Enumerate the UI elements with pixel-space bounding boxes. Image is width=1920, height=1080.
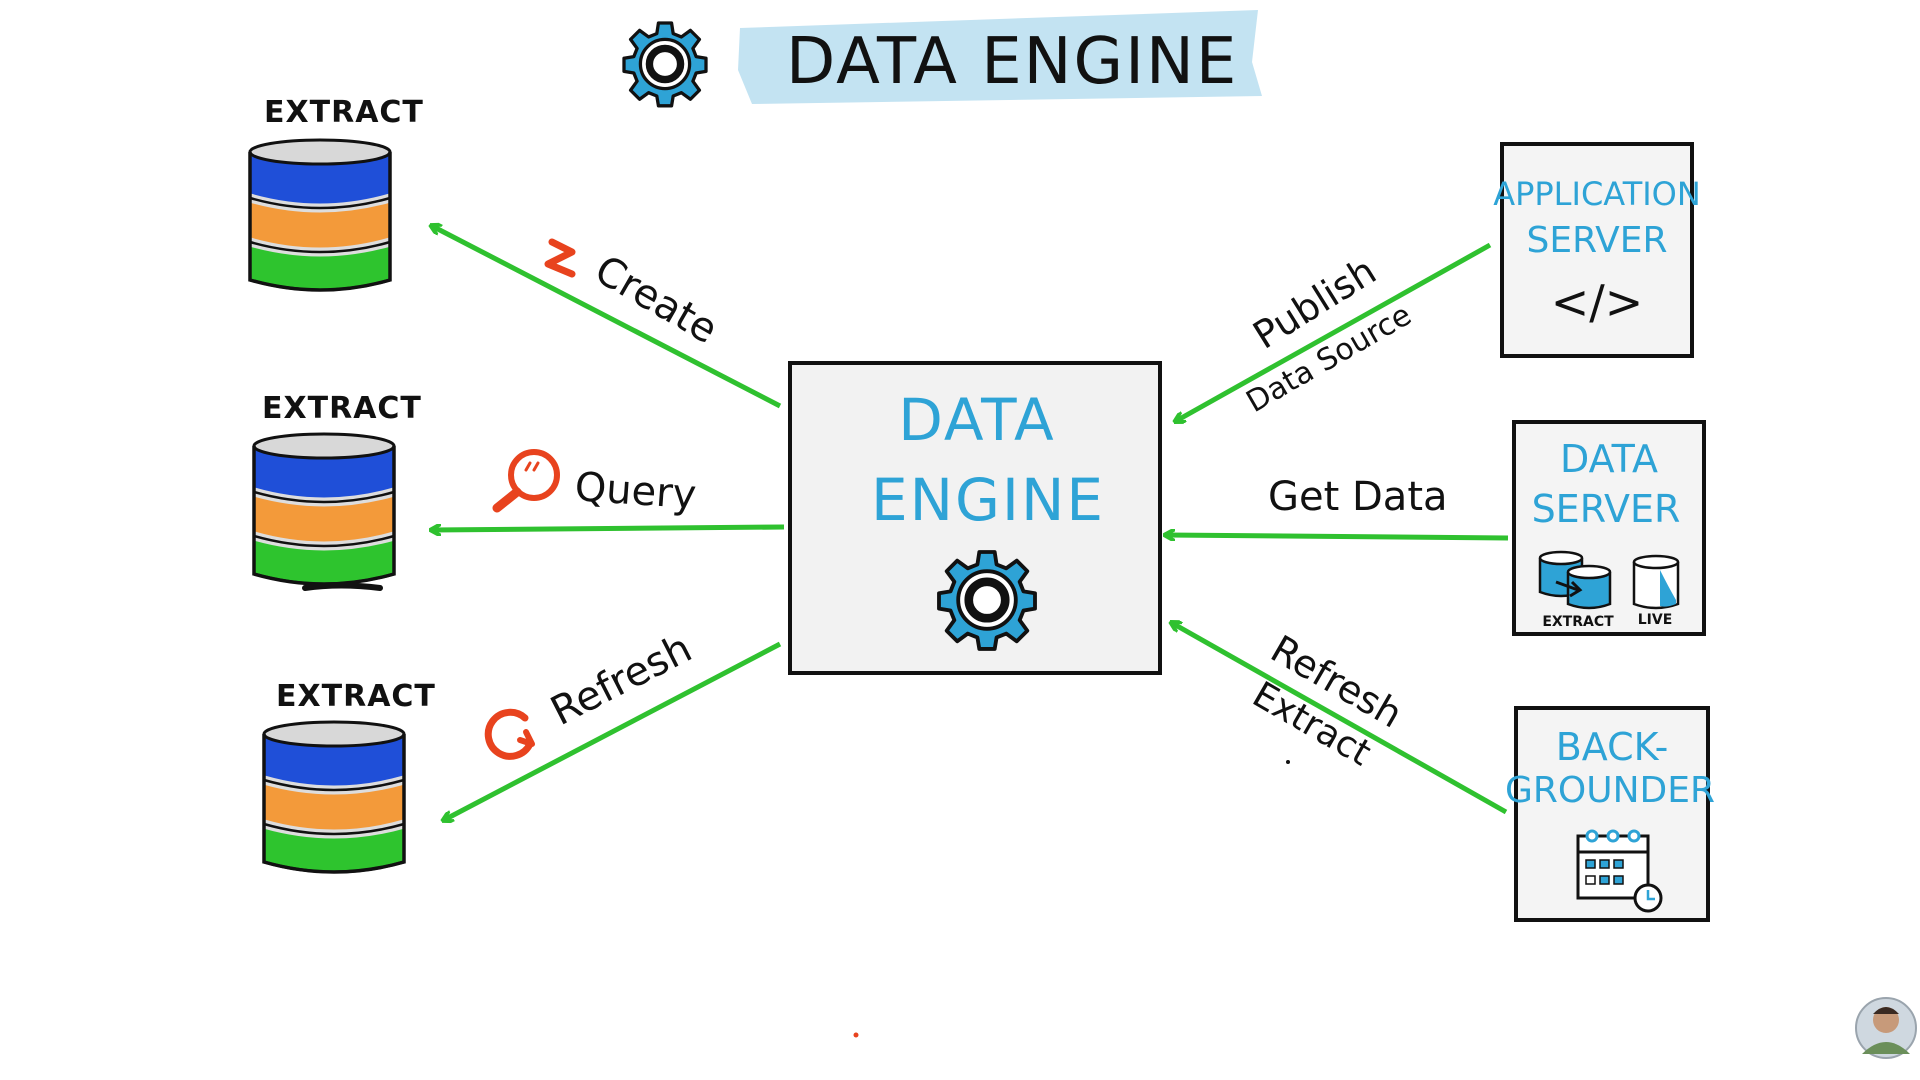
data-server-line1: DATA [1560,437,1658,481]
extract-database-middle-icon [254,434,394,584]
data-server-live-label: LIVE [1638,612,1673,628]
avatar [1855,997,1917,1059]
extract-database-top-icon [250,140,390,290]
stray-dot [1286,760,1290,764]
extract-label-top: EXTRACT [264,95,424,130]
database-scribble [302,582,383,591]
publish-arrow [1176,242,1492,421]
query-label: Query [573,464,697,518]
query-arrow [432,527,785,530]
data-engine-line2: ENGINE [871,466,1105,534]
title-banner [738,10,1262,104]
title-gear-icon [624,23,706,106]
data-engine-gear-icon [939,552,1035,649]
backgrounder-line2: GROUNDER [1505,770,1715,811]
lightning-icon [544,238,576,278]
calendar-icon [1576,829,1663,913]
backgrounder-line1: BACK- [1556,725,1669,769]
application-server-line2: SERVER [1526,220,1667,261]
page-title: DATA ENGINE [786,25,1238,99]
magnifier-icon [492,449,560,513]
application-server-box [1500,142,1694,358]
refresh-extract-arrow [1172,623,1508,815]
extract-label-middle: EXTRACT [262,391,422,426]
create-arrow [432,226,782,409]
create-label: Create [587,247,725,353]
get-data-arrow [1166,535,1509,538]
get-data-label: Get Data [1268,474,1448,520]
extract-label-bottom: EXTRACT [276,679,436,714]
stray-dot [853,1032,859,1038]
code-icon: </> [1551,275,1644,329]
application-server-line1: APPLICATION [1493,175,1701,213]
refresh-arrow [444,641,782,820]
data-engine-line1: DATA [898,386,1055,454]
live-cylinder-icon [1632,554,1680,610]
refresh-icon [484,708,535,760]
extract-database-bottom-icon [264,722,404,872]
refresh-label: Refresh [544,625,699,735]
data-server-line2: SERVER [1532,487,1681,531]
data-server-extract-label: EXTRACT [1542,614,1614,630]
extract-cylinders-icon [1538,550,1612,610]
